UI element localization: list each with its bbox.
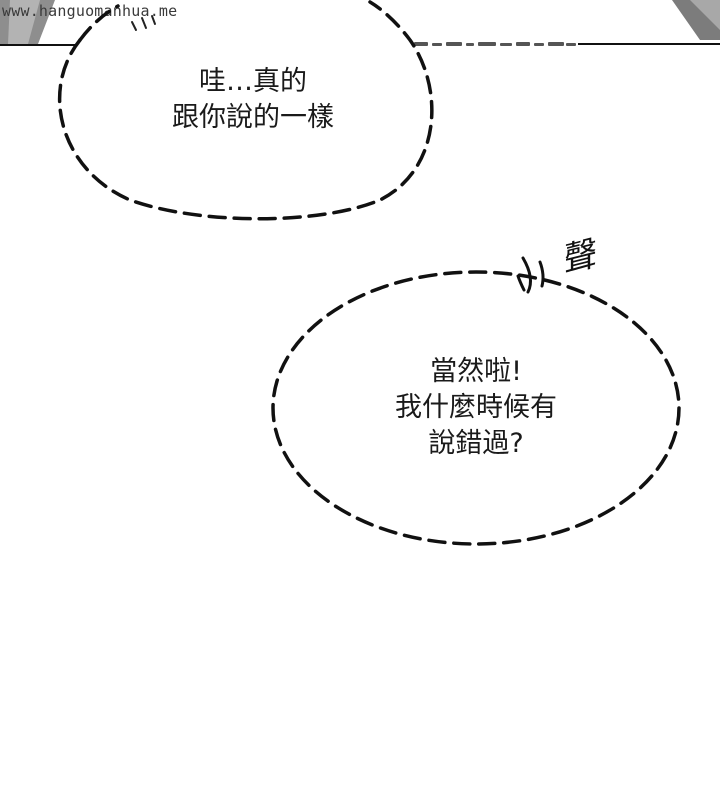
dialogue-line: 我什麼時候有 xyxy=(395,392,557,423)
top-image-strip xyxy=(0,0,720,48)
top-strip-art xyxy=(0,0,720,46)
dialogue-line: 跟你說的一樣 xyxy=(172,102,334,133)
speech-bubble-bottom-text: 當然啦! 我什麼時候有 說錯過? xyxy=(326,354,626,462)
speech-bubble-top xyxy=(57,0,434,221)
dialogue-line: 說錯過? xyxy=(428,428,524,459)
dialogue-line: 當然啦! xyxy=(430,356,522,387)
watermark-text: www.hanguomanhua.me xyxy=(2,2,178,20)
speech-bubble-bottom xyxy=(271,270,681,546)
speech-bubble-top-text: 哇…真的 跟你說的一樣 xyxy=(103,64,403,136)
sfx-small-strokes xyxy=(516,256,545,294)
dialogue-line: 哇…真的 xyxy=(199,66,307,97)
